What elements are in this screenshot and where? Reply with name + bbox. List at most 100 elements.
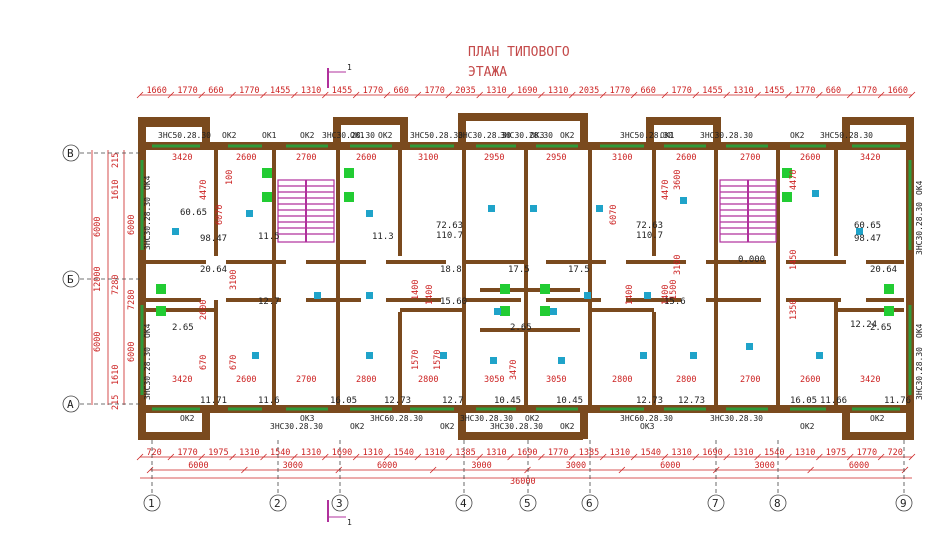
bottom-dim-1-value: 1540 (641, 448, 661, 458)
axis-label: 1 (148, 497, 155, 510)
top-dim-value: 1455 (702, 86, 722, 96)
room-dimension: 2600 (800, 153, 820, 163)
top-dim-value: 660 (393, 86, 408, 96)
top-dim-value: 1770 (363, 86, 383, 96)
bottom-dim-1-tick (908, 453, 916, 461)
inner-dimension: 1570 (411, 350, 421, 370)
room-dimension: 2800 (612, 375, 632, 385)
top-dim-value: 1770 (610, 86, 630, 96)
side-label: ОК4 (143, 323, 152, 338)
window-label: 3НС60.28.30 (370, 414, 423, 423)
axis-bubble-1 (143, 494, 161, 512)
room-dimension: 2600 (676, 153, 696, 163)
room-tag-icon (640, 352, 647, 359)
room-tag-icon (172, 228, 179, 235)
axis-label: 5 (524, 497, 531, 510)
wall-bump (458, 432, 583, 440)
top-dim-value: 1770 (857, 86, 877, 96)
bottom-dim-1-tick (630, 453, 638, 461)
top-dim-value: 1660 (146, 86, 166, 96)
left-dim-inner: 7280 (111, 275, 121, 295)
bottom-dim-1-value: 1770 (177, 448, 197, 458)
top-dim-value: 1455 (764, 86, 784, 96)
wall-bump (458, 113, 583, 121)
top-dim-value: 2035 (455, 86, 475, 96)
bottom-dim-1-value: 1540 (270, 448, 290, 458)
room-area: 17.5 (508, 265, 530, 275)
bottom-dim-1-tick (198, 453, 206, 461)
bottom-dim-1-value: 1310 (486, 448, 506, 458)
bottom-dim-1-tick (599, 453, 607, 461)
room-area: 12.7 (258, 297, 280, 307)
room-area: 12.73 (636, 396, 663, 406)
sanitary-fixture (156, 284, 166, 294)
axis-label: 6 (586, 497, 593, 510)
top-dim-value: 1660 (888, 86, 908, 96)
bottom-dim-1-tick (476, 453, 483, 461)
bottom-dim-1-tick (538, 453, 545, 461)
axis-bubble-8 (769, 494, 787, 512)
section-mark-top-label: 1 (347, 63, 352, 72)
bottom-dim-1-value: 1310 (301, 448, 321, 458)
room-tag-icon (252, 352, 259, 359)
room-area: 11.71 (200, 396, 227, 406)
top-dim-tick (785, 91, 792, 99)
window-label: 3НС50.28.30 (158, 131, 211, 140)
room-area: 2.65 (510, 323, 532, 333)
staircase-left (277, 179, 335, 243)
axis-bubble-В (62, 144, 80, 162)
sanitary-fixture (884, 284, 894, 294)
left-dim-inner: 1610 (111, 365, 121, 385)
top-dim-value: 1310 (733, 86, 753, 96)
inner-dimension: 3100 (673, 255, 683, 275)
inner-dimension: 1400 (425, 285, 435, 305)
window-label: ОК1 (350, 131, 365, 140)
top-dim-tick (908, 91, 916, 99)
top-dim-value: 660 (641, 86, 656, 96)
top-dim-tick (167, 91, 175, 99)
top-dim-tick (538, 91, 545, 99)
bottom-dim-1-value: 1540 (764, 448, 784, 458)
room-area: 72.63 (436, 221, 463, 231)
bottom-dim-2-value: 3000 (283, 461, 303, 471)
top-dim-tick (291, 91, 298, 99)
inner-dimension: 1450 (789, 250, 799, 270)
room-dimension: 2950 (546, 153, 566, 163)
bottom-dim-1-tick (846, 453, 854, 461)
sanitary-fixture (884, 306, 894, 316)
top-dim-tick (352, 91, 360, 99)
wall-bump (333, 117, 341, 149)
axis-bubble-6 (581, 494, 599, 512)
wall-bump (646, 117, 654, 149)
bottom-dim-1-tick (414, 453, 422, 461)
window-label: ОК2 (560, 131, 575, 140)
side-label: 3НС30.28.30 (143, 197, 152, 250)
room-dimension: 3100 (612, 153, 632, 163)
left-dim-outer: 6000 (93, 332, 103, 352)
wall-bump (202, 405, 210, 439)
room-dimension: 2600 (236, 153, 256, 163)
wall-bump (646, 117, 721, 125)
bottom-dim-2-value: 3000 (471, 461, 491, 471)
inner-dimension: 4470 (789, 170, 799, 190)
left-dim-vert: 6000 (127, 215, 137, 235)
wall-bump (580, 405, 588, 439)
wall-bump (713, 117, 721, 147)
bottom-dim-1-tick (445, 453, 453, 461)
window-label: 3НС50.28.30 (410, 131, 463, 140)
wall-bump (202, 117, 210, 147)
bottom-dim-2-tick (241, 466, 248, 474)
axis-label: В (67, 147, 74, 160)
sanitary-fixture (540, 284, 550, 294)
window-label: 3НС50.28.30 (820, 131, 873, 140)
top-dim-tick (476, 91, 483, 99)
side-labels: ОК43НС30.28.30ОК43НС30.28.30ОК43НС30.28.… (143, 175, 924, 400)
window-label: 3НС30.28.30 (458, 131, 511, 140)
window-labels-bottom: ОК23НС30.28.30ОК3ОК23НС60.28.30ОК23НС30.… (180, 414, 885, 431)
bottom-dim-1-tick (692, 453, 700, 461)
room-area: 12.73 (678, 396, 705, 406)
bottom-dim-1-value: 1310 (363, 448, 383, 458)
